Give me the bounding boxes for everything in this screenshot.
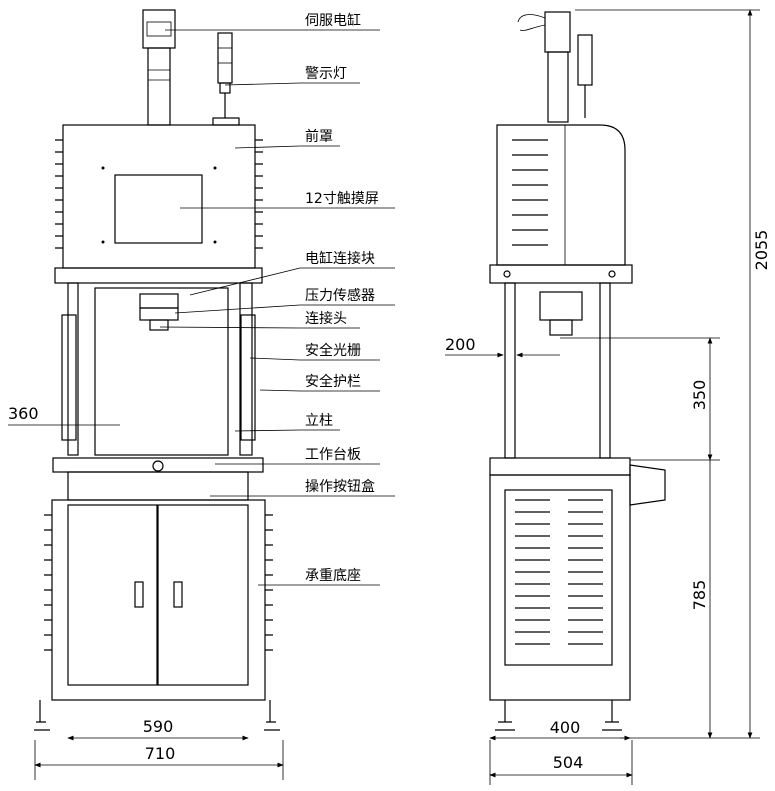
dim-400: 400: [550, 718, 581, 737]
label-button-box: 操作按钮盒: [305, 478, 375, 495]
worktable: [52, 457, 264, 473]
top-plate: [54, 267, 263, 284]
label-connector: 连接头: [305, 310, 347, 327]
label-worktable: 工作台板: [305, 447, 361, 463]
dim-504: 504: [553, 753, 584, 772]
dim-590: 590: [143, 717, 174, 736]
label-base: 承重底座: [305, 568, 361, 584]
front-cover: [55, 124, 263, 269]
label-light-curtain: 安全光栅: [305, 342, 361, 359]
label-column: 立柱: [305, 413, 333, 429]
servo-cylinder: [142, 9, 176, 126]
dim-350: 350: [690, 380, 709, 411]
dim-360: 360: [8, 404, 39, 423]
columns: [61, 282, 256, 456]
dim-785: 785: [690, 580, 709, 611]
screen: [114, 174, 203, 244]
label-servo-cylinder: 伺服电缸: [305, 12, 361, 29]
side-vents: [512, 139, 548, 246]
label-front-cover: 前罩: [305, 128, 333, 145]
label-pressure-sensor: 压力传感器: [305, 287, 375, 304]
warning-light: [212, 32, 240, 126]
label-cylinder-block: 电缸连接块: [305, 250, 375, 267]
callouts: 伺服电缸 警示灯 前罩 12寸触摸屏 电缸连接块 压力传感器 连接头 安全光栅 …: [159, 12, 395, 586]
label-warning-light: 警示灯: [305, 66, 347, 82]
side-view: 2055 350 785 200 400 504: [445, 9, 771, 785]
label-guard-rail: 安全护栏: [305, 373, 361, 390]
side-button-box: [629, 464, 666, 506]
dim-710: 710: [145, 744, 176, 763]
base: [34, 499, 280, 731]
dim-2055: 2055: [752, 230, 771, 271]
safety-mesh: [94, 287, 229, 456]
label-touch-screen: 12寸触摸屏: [305, 191, 379, 207]
sensor-assembly: [139, 293, 179, 331]
front-view: 590 710 360: [8, 9, 284, 780]
dim-200: 200: [445, 335, 476, 354]
